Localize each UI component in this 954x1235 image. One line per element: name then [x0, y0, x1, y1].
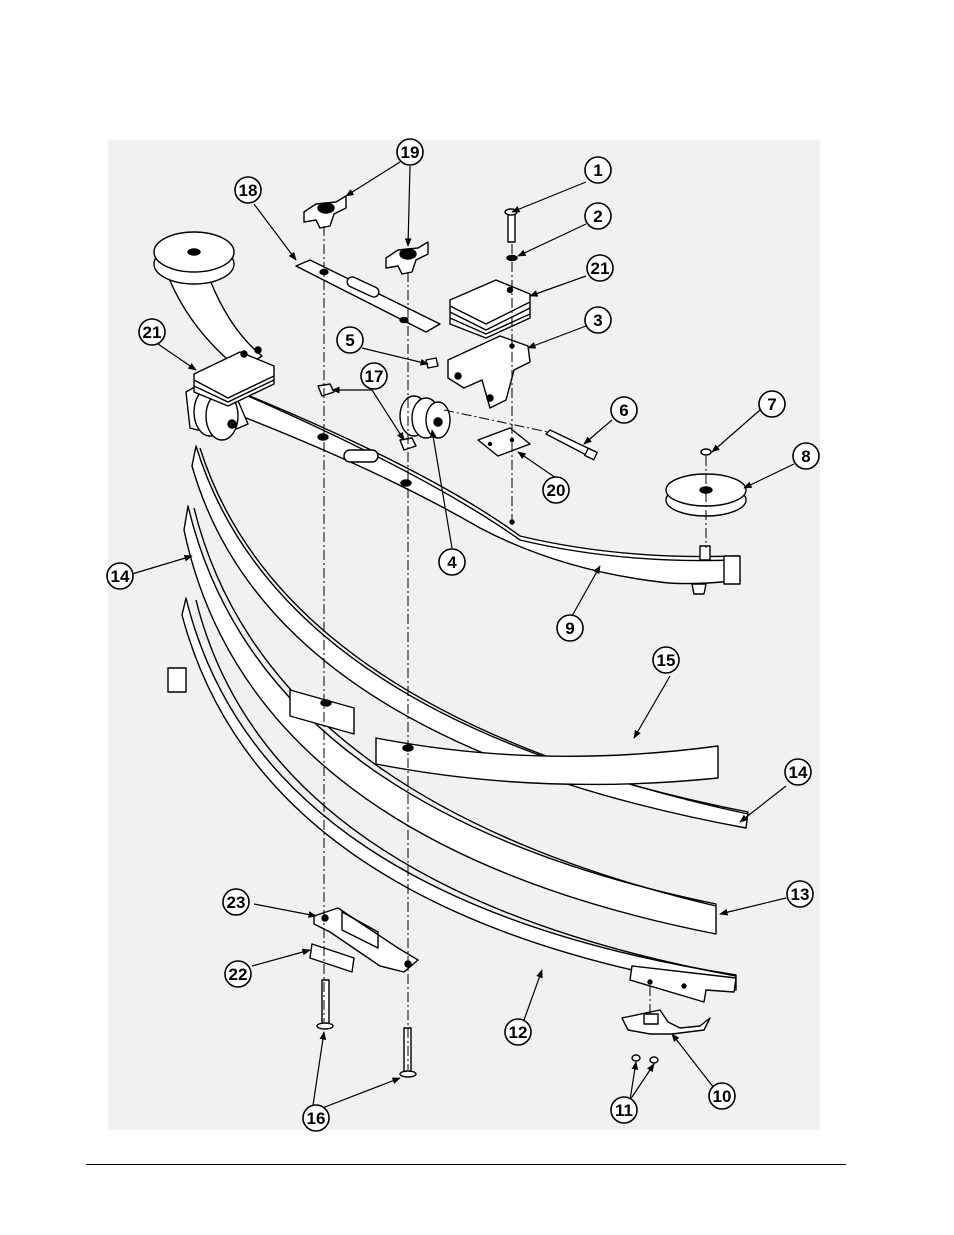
callout-c14b: 14	[785, 759, 811, 785]
callout-label: 12	[509, 1023, 528, 1042]
callout-label: 6	[619, 401, 628, 420]
callout-c6: 6	[611, 397, 637, 423]
screw-11-left	[632, 1055, 640, 1061]
callout-c10: 10	[709, 1083, 735, 1109]
plate-20	[478, 428, 530, 456]
callout-c21b: 21	[587, 255, 613, 281]
blocks-21-right	[450, 280, 530, 338]
bolt-1	[508, 212, 515, 242]
callout-c17: 17	[361, 363, 387, 389]
callout-c9: 9	[557, 615, 583, 641]
callout-label: 21	[591, 259, 610, 278]
callout-label: 5	[345, 331, 354, 350]
callout-label: 10	[713, 1087, 732, 1106]
callout-c12: 12	[505, 1019, 531, 1045]
callout-label: 13	[791, 885, 810, 904]
callout-label: 18	[239, 181, 258, 200]
callout-label: 17	[365, 367, 384, 386]
callout-label: 23	[227, 893, 246, 912]
callout-label: 22	[229, 965, 248, 984]
callout-label: 14	[111, 567, 130, 586]
callout-c22: 22	[225, 961, 251, 987]
callout-c2: 2	[585, 203, 611, 229]
callout-c18: 18	[235, 177, 261, 203]
plate-18	[296, 260, 440, 332]
callout-c15: 15	[653, 647, 679, 673]
screw-11-right	[650, 1057, 658, 1063]
callout-label: 15	[657, 651, 676, 670]
callout-c5: 5	[337, 327, 363, 353]
callout-label: 8	[801, 447, 810, 466]
latch-10	[622, 1010, 710, 1034]
callout-c8: 8	[793, 443, 819, 469]
callout-c13: 13	[787, 881, 813, 907]
callout-c1: 1	[585, 157, 611, 183]
callout-label: 11	[615, 1101, 633, 1120]
callout-label: 9	[565, 619, 574, 638]
callout-c19: 19	[397, 139, 423, 165]
callout-label: 19	[401, 143, 420, 162]
callout-c23: 23	[223, 889, 249, 915]
support-arm-9	[236, 392, 740, 584]
alignment-line-roller	[444, 410, 548, 432]
callout-c21a: 21	[139, 319, 165, 345]
callout-c4: 4	[439, 549, 465, 575]
rail-end-tab	[168, 668, 186, 692]
callout-label: 3	[593, 311, 602, 330]
callout-c3: 3	[585, 307, 611, 333]
callout-label: 14	[789, 763, 808, 782]
footer-rule	[86, 1164, 846, 1165]
nut-17-left	[318, 384, 334, 396]
arc-bar-15	[376, 738, 718, 784]
callout-c7: 7	[759, 391, 785, 417]
callout-label: 1	[593, 161, 602, 180]
washer-7	[701, 449, 711, 455]
callout-label: 16	[307, 1109, 326, 1128]
callout-c16: 16	[303, 1105, 329, 1131]
callout-c14a: 14	[107, 563, 133, 589]
callout-label: 4	[447, 553, 457, 572]
nut-5	[426, 358, 438, 368]
callout-label: 21	[143, 323, 162, 342]
callout-c20: 20	[543, 477, 569, 503]
callout-label: 2	[593, 207, 602, 226]
callout-label: 20	[547, 481, 566, 500]
bolt-16-left	[322, 980, 329, 1024]
strip-22	[310, 944, 354, 972]
callout-label: 7	[767, 395, 776, 414]
callout-c11: 11	[611, 1097, 637, 1123]
arm-end-tab	[724, 556, 740, 584]
